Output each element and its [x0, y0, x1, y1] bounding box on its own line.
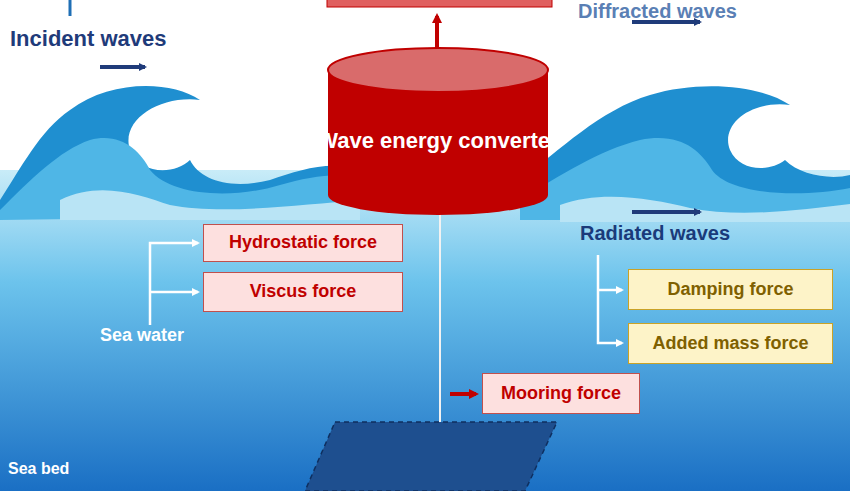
wave-foam: [560, 197, 850, 222]
node-text: Mooring force: [501, 382, 621, 405]
pointer-line: [69, 0, 72, 16]
bracket-line: [150, 291, 198, 294]
converter-node: Wave energy converter: [309, 96, 566, 186]
wave-arrow: [632, 210, 700, 214]
converter-top: [328, 48, 548, 92]
wave-label: Radiated waves: [580, 222, 730, 245]
node-text: Viscus force: [250, 280, 357, 303]
anchor-base: [305, 422, 557, 491]
wave-arrow: [100, 65, 145, 69]
node-text: Damping force: [667, 278, 793, 301]
force-arrow: [450, 392, 476, 396]
node-text: Added mass force: [652, 332, 808, 355]
force-box: Viscus force: [203, 272, 403, 312]
node-text: Hydrostatic force: [229, 231, 377, 254]
output-box: [327, 0, 552, 7]
sea-water: [0, 170, 850, 491]
group-label: Sea water: [100, 325, 184, 346]
node-text: Wave energy converter: [317, 127, 558, 156]
force-box: Hydrostatic force: [203, 224, 403, 262]
bracket-line: [598, 289, 622, 292]
bracket-line: [598, 255, 622, 343]
wave-label: Diffracted waves: [578, 0, 737, 23]
converter-bottom: [328, 175, 548, 215]
bracket-line: [150, 243, 198, 325]
force-box: Damping force: [628, 269, 833, 310]
seabed-label: Sea bed: [8, 460, 69, 478]
mooring-line: [439, 200, 441, 452]
wave-foam: [60, 190, 360, 220]
force-box: Added mass force: [628, 323, 833, 364]
force-box: Mooring force: [482, 373, 640, 414]
wave-body: [0, 138, 360, 220]
power-arrow: [435, 16, 439, 52]
wave-label: Incident waves: [10, 26, 167, 52]
